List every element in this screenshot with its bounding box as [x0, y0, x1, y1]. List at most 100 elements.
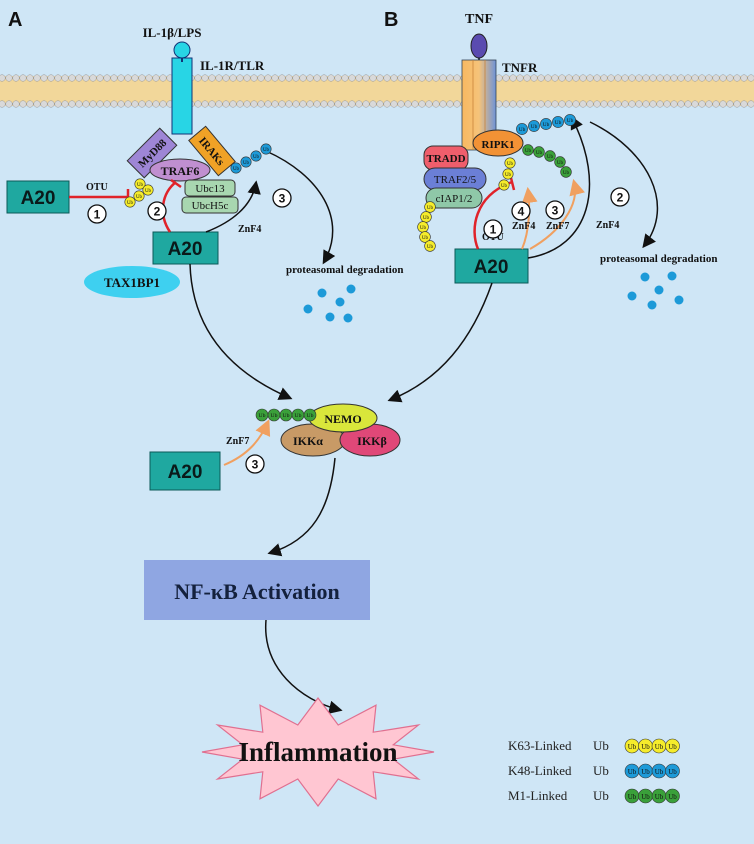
- ubc13-label: Ubc13: [195, 183, 225, 195]
- tax1bp1-label: TAX1BP1: [104, 275, 160, 290]
- ubch5c-protein: UbcH5c: [181, 196, 239, 214]
- ciap12-protein: cIAP1/2: [425, 187, 483, 209]
- lipid-head: [747, 100, 754, 108]
- legend-swatch-label: Ub: [668, 768, 677, 776]
- degraded-fragment: [647, 300, 657, 310]
- lipid-head: [145, 74, 153, 82]
- lipid-head: [0, 74, 6, 82]
- degraded-fragment: [654, 285, 664, 295]
- lipid-head: [425, 74, 433, 82]
- legend-swatch-label: Ub: [655, 793, 664, 801]
- znf4-label-b-inner: ZnF4: [512, 221, 535, 232]
- legend-label: K63-Linked: [508, 738, 572, 753]
- step-3-a: 3: [272, 188, 292, 208]
- step-number-label: 2: [617, 191, 624, 205]
- lipid-head: [124, 74, 132, 82]
- lipid-head: [110, 74, 118, 82]
- ubiquitin-bead: [142, 184, 154, 196]
- lipid-head: [292, 74, 300, 82]
- ubc13-protein: Ubc13: [184, 179, 236, 197]
- lipid-head: [698, 100, 706, 108]
- ubiquitin-bead: [560, 166, 572, 178]
- lipid-head: [439, 74, 447, 82]
- ubiquitin-bead: [552, 116, 564, 128]
- lipid-head: [299, 74, 307, 82]
- ubiquitin-bead: [134, 178, 146, 190]
- lipid-head: [271, 74, 279, 82]
- lipid-head: [194, 100, 202, 108]
- step-number-label: 1: [94, 208, 101, 222]
- lipid-head: [439, 100, 447, 108]
- lipid-head: [677, 74, 685, 82]
- znf4-label-b-outer: ZnF4: [596, 220, 619, 231]
- ikk-to-nfkb-arrow: [267, 457, 336, 557]
- step-2-a: 2: [147, 201, 167, 221]
- lipid-head: [628, 100, 636, 108]
- degraded-fragment: [343, 313, 353, 323]
- lipid-head: [236, 74, 244, 82]
- lipid-head: [656, 100, 664, 108]
- lipid-head: [670, 100, 678, 108]
- lipid-head: [516, 74, 524, 82]
- lipid-head: [33, 74, 41, 82]
- a20-box-a-left: A20: [6, 180, 70, 214]
- lipid-head: [502, 74, 510, 82]
- lipid-head: [5, 100, 13, 108]
- lipid-head: [684, 74, 692, 82]
- a20-znf7-arrow-lower: [223, 419, 271, 466]
- lipid-head: [145, 100, 153, 108]
- ubiquitin-label: Ub: [253, 155, 260, 160]
- lipid-head: [40, 100, 48, 108]
- lipid-head: [663, 100, 671, 108]
- lipid-head: [495, 74, 503, 82]
- ubiquitin-label: Ub: [543, 122, 550, 128]
- ubiquitin-bead: [230, 162, 242, 174]
- ubiquitin-label: Ub: [295, 413, 302, 419]
- ubiquitin-bead: [250, 150, 262, 162]
- lipid-head: [278, 74, 286, 82]
- degraded-fragment: [640, 272, 650, 282]
- lipid-head: [733, 74, 741, 82]
- ubiquitin-label: Ub: [505, 173, 512, 178]
- nfkb-activation-box: NF-κB Activation: [144, 560, 370, 620]
- ubiquitin-bead: [540, 118, 552, 130]
- ubiquitin-label: Ub: [536, 150, 543, 156]
- lipid-head: [194, 74, 202, 82]
- otu-label-a: OTU: [86, 182, 108, 193]
- lipid-head: [565, 100, 573, 108]
- lipid-head: [257, 74, 265, 82]
- ubiquitin-label: Ub: [519, 127, 526, 133]
- lipid-head: [698, 74, 706, 82]
- degraded-fragment: [346, 284, 356, 294]
- il1r-tlr-label: IL-1R/TLR: [200, 58, 265, 73]
- lipid-head: [635, 74, 643, 82]
- lipid-head: [621, 100, 629, 108]
- inflammation-label: Inflammation: [238, 737, 397, 767]
- lipid-head: [509, 100, 517, 108]
- lipid-head: [341, 100, 349, 108]
- lipid-head: [397, 74, 405, 82]
- lipid-head: [61, 100, 69, 108]
- lipid-head: [628, 74, 636, 82]
- legend-swatch-label: Ub: [628, 743, 637, 751]
- lipid-head: [54, 100, 62, 108]
- degraded-fragment: [627, 291, 637, 301]
- ubiquitin-label: Ub: [555, 120, 562, 126]
- legend-swatch-label: Ub: [655, 768, 664, 776]
- step-2-b: 2: [610, 187, 630, 207]
- lipid-head: [250, 100, 258, 108]
- tnfr-label: TNFR: [502, 60, 538, 75]
- lipid-head: [5, 74, 13, 82]
- ubiquitin-label: Ub: [423, 215, 430, 221]
- ubiquitin-bead: [133, 190, 145, 202]
- lipid-head: [131, 100, 139, 108]
- ubiquitin-bead: [424, 240, 436, 252]
- lipid-head: [712, 100, 720, 108]
- lipid-head: [726, 100, 734, 108]
- a20-box-a-center: A20: [152, 231, 219, 265]
- lipid-head: [691, 74, 699, 82]
- step-1-b: 1: [483, 219, 503, 239]
- a20-label-a-left: A20: [21, 188, 56, 209]
